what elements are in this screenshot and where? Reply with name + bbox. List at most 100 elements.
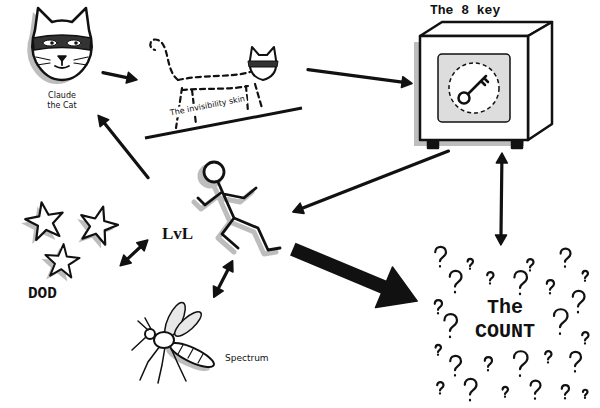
question-mark <box>514 351 528 376</box>
skin-tail <box>150 39 178 80</box>
arrowhead <box>495 235 506 245</box>
question-mark <box>485 357 492 370</box>
stick-figure <box>194 162 280 254</box>
safe-door <box>438 54 510 122</box>
skin-back <box>178 72 250 80</box>
question-mark <box>554 309 568 334</box>
count-node: The COUNT <box>420 248 592 403</box>
connector-arrow <box>213 261 233 298</box>
star <box>23 199 67 241</box>
cat-pupil <box>50 41 54 45</box>
mosquito-stripes <box>178 345 203 363</box>
question-mark <box>503 387 508 397</box>
safe <box>414 22 552 148</box>
safe-dial <box>449 63 499 113</box>
question-mark <box>583 271 588 281</box>
question-mark <box>583 390 588 398</box>
connector-arrow <box>103 72 137 83</box>
question-mark <box>465 379 477 400</box>
skin-mask <box>248 61 278 67</box>
safe-side <box>528 22 552 140</box>
connector-arrow <box>293 249 417 307</box>
question-mark <box>514 271 527 294</box>
arrowhead <box>98 115 109 126</box>
connector-line <box>103 73 129 79</box>
cat-face <box>27 8 92 84</box>
node-label: LvL <box>162 224 193 244</box>
question-mark <box>435 300 442 313</box>
arrowhead <box>401 77 412 88</box>
cat-eye <box>67 40 81 46</box>
cat-node: Claude the Cat <box>25 5 100 113</box>
figure-body <box>198 162 280 250</box>
safe-front <box>420 36 528 140</box>
question-mark <box>561 249 571 267</box>
question-mark <box>545 351 551 363</box>
question-mark <box>527 259 533 271</box>
node-label: The invisibility skin <box>167 94 248 119</box>
mosquito-thorax <box>154 332 174 348</box>
star <box>75 202 121 247</box>
connector-line <box>499 161 503 237</box>
question-mark <box>582 332 588 344</box>
arrowhead <box>293 203 304 213</box>
question-mark <box>531 381 541 399</box>
dashed-cat <box>150 39 262 128</box>
question-mark <box>435 247 446 267</box>
question-mark <box>444 314 457 337</box>
connector-line <box>126 245 142 260</box>
mosquito <box>132 300 217 383</box>
node-label: Claude the Cat <box>41 91 83 110</box>
question-mark <box>547 280 554 293</box>
connector-arrow <box>495 153 507 245</box>
connector-line <box>293 249 391 290</box>
cat-pupil <box>74 41 78 45</box>
arrowhead <box>496 153 507 163</box>
arrowhead <box>126 72 137 83</box>
stars-node: DOD <box>18 195 118 307</box>
cat-whiskers <box>36 57 88 65</box>
question-mark <box>468 259 473 269</box>
mosquito-wing <box>171 308 204 340</box>
cat-mask <box>33 35 91 50</box>
safe-node: The 8 key <box>415 3 560 150</box>
connector-arrow <box>293 151 449 213</box>
connector-arrow <box>308 70 412 88</box>
arrowhead <box>376 267 418 308</box>
question-mark <box>487 272 493 284</box>
question-mark <box>450 271 462 292</box>
stars <box>19 199 122 282</box>
connector-line <box>300 151 448 209</box>
question-mark <box>450 356 461 376</box>
node-label: The 8 key <box>430 3 500 19</box>
mosquito-node: Spectrum <box>125 300 271 388</box>
question-mark <box>570 352 581 372</box>
runner-node: LvL <box>150 158 290 258</box>
key-icon <box>459 76 489 104</box>
star <box>44 243 81 278</box>
skin-head <box>145 47 302 138</box>
question-marks <box>435 247 589 401</box>
mosquito-proboscis <box>132 318 151 350</box>
skin-node: The invisibility skin <box>140 30 305 142</box>
question-mark <box>437 382 443 394</box>
node-label: Spectrum <box>225 353 269 364</box>
mosquito-abdomen <box>167 339 216 372</box>
question-mark <box>436 345 441 355</box>
cat-head <box>32 8 92 80</box>
connector-arrow <box>120 240 148 266</box>
cat-mouth <box>55 61 69 68</box>
node-title: The COUNT <box>465 296 545 344</box>
arrowhead <box>213 286 223 297</box>
connector-arrow <box>98 115 148 177</box>
arrowhead <box>137 240 148 251</box>
arrowhead <box>120 255 131 266</box>
arrowhead <box>223 261 233 272</box>
cat-eye <box>43 40 57 46</box>
question-mark <box>573 291 585 312</box>
question-mark <box>562 385 569 398</box>
connector-line <box>103 122 148 178</box>
